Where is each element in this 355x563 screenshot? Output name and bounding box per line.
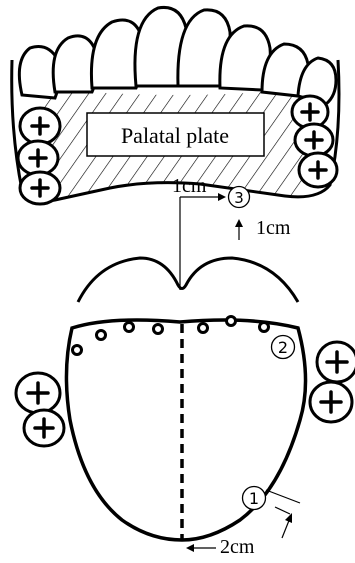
marker-2: 2 xyxy=(272,336,295,359)
marker-3-horizontal-distance: 1cm xyxy=(172,175,207,197)
palatal-plate-label: Palatal plate xyxy=(121,123,229,148)
tongue xyxy=(66,258,305,540)
marker-1: 1 xyxy=(243,487,266,510)
svg-text:1: 1 xyxy=(249,489,259,508)
lower-left-molars xyxy=(16,373,64,446)
svg-text:3: 3 xyxy=(234,189,244,207)
marker-3-vertical-distance: 1cm xyxy=(256,217,291,239)
tongue-tip-outline xyxy=(78,258,298,302)
tongue-body xyxy=(66,320,305,540)
svg-text:2: 2 xyxy=(278,338,288,357)
marker-1-distance: 2cm xyxy=(220,536,255,558)
front-teeth xyxy=(19,7,336,104)
marker-3: 3 xyxy=(229,187,250,208)
